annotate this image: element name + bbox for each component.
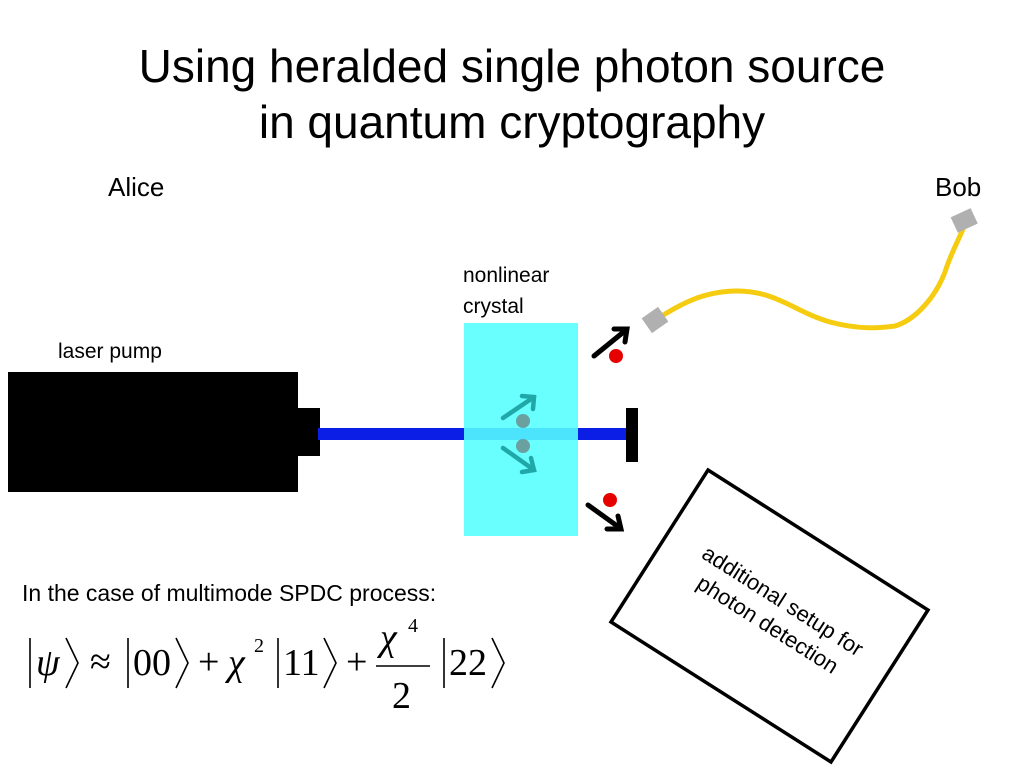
ket-22: 22 (449, 642, 487, 684)
inner-arrow-down (500, 445, 537, 475)
plus-1: + (198, 641, 219, 683)
angle-11 (323, 637, 337, 689)
title-line-2: in quantum cryptography (258, 96, 766, 148)
upper-photon-dot (609, 349, 623, 363)
psi-symbol: ψ (36, 642, 61, 684)
crystal-label-line-1: nonlinear (463, 264, 550, 287)
bob-label: Bob (935, 172, 982, 202)
slide-title: Using heralded single photon source in q… (0, 38, 1024, 150)
denominator: 2 (392, 675, 411, 717)
laser-pump-body (8, 372, 298, 492)
lower-photon-arrow (585, 502, 625, 532)
chi-symbol-1: χ (224, 642, 246, 684)
plus-2: + (346, 641, 367, 683)
ket-00: 00 (133, 642, 171, 684)
inner-photon-upper (516, 414, 530, 428)
detection-setup-box (608, 467, 931, 765)
caption-text: In the case of multimode SPDC process: (22, 580, 437, 606)
lower-photon-dot (603, 493, 617, 507)
title-line-1: Using heralded single photon source (138, 40, 886, 92)
exponent-4: 4 (408, 615, 418, 637)
state-formula: ψ ≈ 00 + χ 2 11 + χ 4 2 22 (29, 615, 505, 717)
detection-label-wrapper: additional setup for photon detection (665, 520, 885, 720)
alice-label: Alice (108, 172, 165, 202)
laser-pump-label: laser pump (58, 340, 162, 363)
inner-photon-lower (516, 439, 530, 453)
nonlinear-crystal (464, 323, 578, 536)
crystal-label: nonlinear crystal (463, 260, 549, 322)
detection-label: additional setup for photon detection (667, 530, 883, 695)
ket-11: 11 (283, 642, 320, 684)
crystal-label-line-2: crystal (463, 295, 524, 318)
angle-00 (175, 637, 189, 689)
exponent-2: 2 (254, 635, 264, 657)
chi-symbol-2: χ (376, 617, 398, 659)
angle-22 (491, 637, 505, 689)
angle-psi (65, 637, 79, 689)
upper-photon-arrow (591, 326, 630, 359)
inner-arrow-up (500, 393, 537, 421)
beam-stop (626, 408, 638, 462)
optical-fiber (652, 221, 968, 331)
laser-pump-nozzle (296, 408, 320, 456)
fiber-coupler-bob (950, 208, 978, 233)
approx-symbol: ≈ (90, 641, 111, 683)
fiber-coupler-alice (641, 306, 669, 334)
